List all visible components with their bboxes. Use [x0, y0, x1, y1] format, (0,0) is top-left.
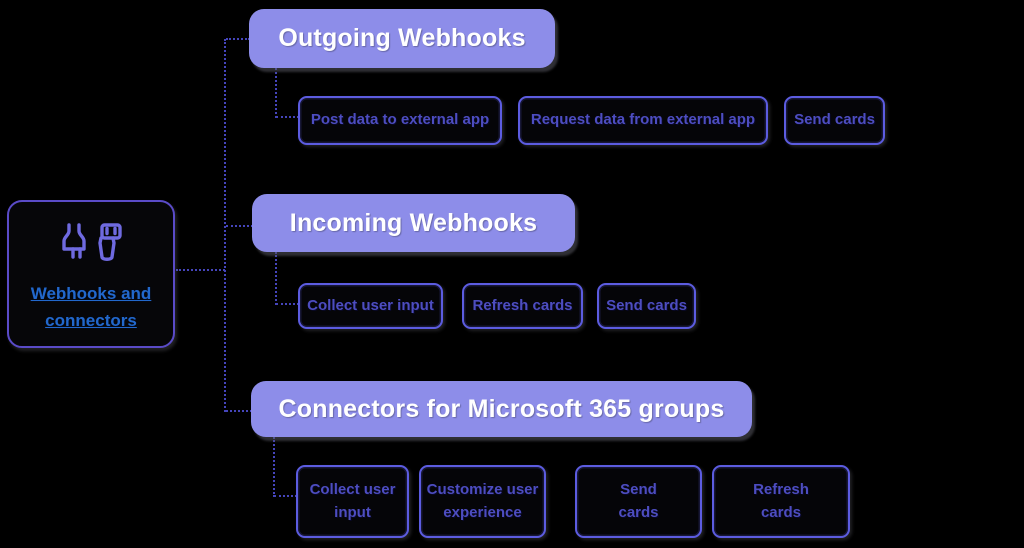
node-send-cards-outgoing: Send cards — [784, 96, 885, 145]
node-request-data-from-external-app: Request data from external app — [518, 96, 768, 145]
section-header-connectors-m365-groups: Connectors for Microsoft 365 groups — [251, 381, 752, 437]
drop-line-connectors-h — [274, 495, 297, 497]
section-header-incoming-webhooks: Incoming Webhooks — [252, 194, 575, 252]
node-refresh-cards-incoming: Refresh cards — [462, 283, 583, 329]
drop-line-outgoing — [275, 68, 277, 118]
node-post-data-to-external-app: Post data to external app — [298, 96, 502, 145]
section-header-outgoing-webhooks: Outgoing Webhooks — [249, 9, 555, 68]
branch-line-outgoing — [226, 38, 250, 40]
branch-line-connectors — [226, 410, 252, 412]
node-refresh-cards-connectors: Refresh cards — [712, 465, 850, 538]
drop-line-incoming — [275, 252, 277, 305]
node-customize-user-experience: Customize user experience — [419, 465, 546, 538]
node-collect-user-input-connectors: Collect user input — [296, 465, 409, 538]
section-title: Connectors for Microsoft 365 groups — [278, 394, 725, 423]
drop-line-connectors — [273, 437, 275, 497]
plug-connector-icon — [62, 223, 122, 261]
section-title: Incoming Webhooks — [289, 208, 538, 237]
drop-line-outgoing-h — [276, 116, 299, 118]
branch-line-root — [176, 269, 225, 271]
node-send-cards-incoming: Send cards — [597, 283, 696, 329]
root-node-webhooks-and-connectors: Webhooks and connectors — [7, 200, 175, 348]
section-title: Outgoing Webhooks — [278, 24, 526, 52]
root-node-link[interactable]: Webhooks and connectors — [30, 284, 152, 331]
trunk-line — [224, 39, 226, 412]
drop-line-incoming-h — [276, 303, 299, 305]
branch-line-incoming — [226, 225, 253, 227]
node-collect-user-input-incoming: Collect user input — [298, 283, 443, 329]
node-send-cards-connectors: Send cards — [575, 465, 702, 538]
